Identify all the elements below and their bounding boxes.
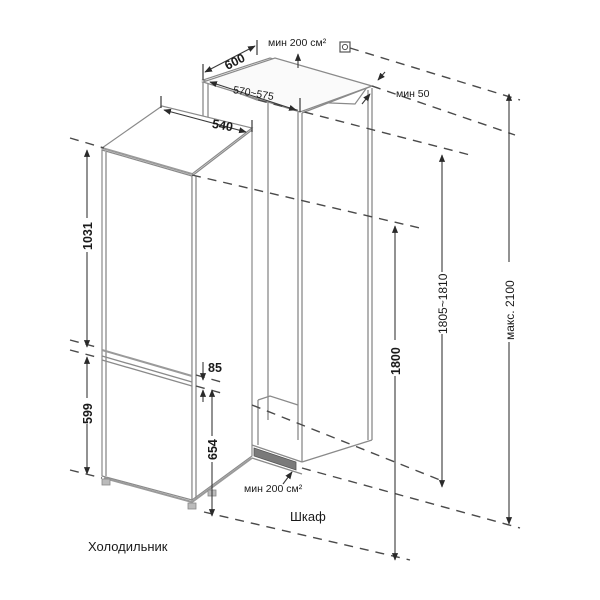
label-door-gap: 85 [208,361,222,375]
fridge-front [101,149,193,501]
fridge-side [191,128,253,502]
label-cabinet-max-height: макс. 2100 [503,280,517,340]
label-bottom-ventilation: мин 200 см² [244,483,303,495]
label-top-ventilation: мин 200 см² [268,37,327,49]
label-cabinet-inner-height: 1805~1810 [436,273,450,334]
label-bottom-section-height: 599 [81,403,95,424]
label-fridge-width: 540 [211,117,234,134]
caption-cabinet: Шкаф [290,509,326,524]
refrigerator [100,105,254,510]
bottom-vent-grille [253,447,297,471]
label-top-section-height: 1031 [81,222,95,250]
label-total-height: 1800 [389,347,403,375]
label-lower-door-height: 654 [206,439,220,460]
vent-icon [339,41,351,53]
caption-fridge: Холодильник [88,539,168,554]
label-rear-gap: мин 50 [396,88,430,100]
